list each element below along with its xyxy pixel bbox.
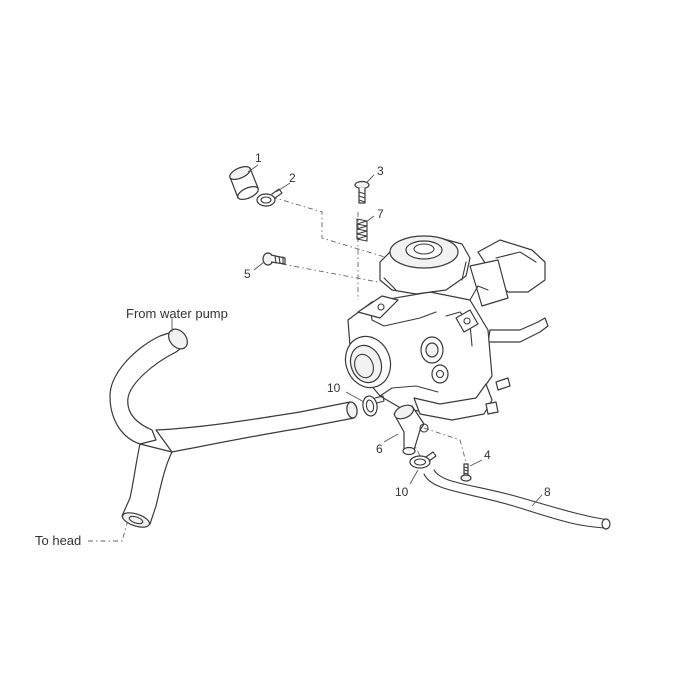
callout-8: 8 xyxy=(544,485,551,499)
assembly-guide-lines xyxy=(88,196,467,542)
callout-numbers: 1 2 3 7 5 10 6 4 10 8 xyxy=(244,151,551,499)
callout-2: 2 xyxy=(289,171,296,185)
carburetor-body xyxy=(344,235,549,421)
callout-1: 1 xyxy=(255,151,262,165)
part-8-hose xyxy=(423,469,611,530)
coolant-hose xyxy=(109,328,358,528)
part-4-screw xyxy=(460,463,472,482)
part-6-elbow-fitting xyxy=(393,404,429,456)
part-5-screw xyxy=(262,252,286,266)
part-10-clip-lower xyxy=(409,451,437,469)
label-to-head: To head xyxy=(35,533,81,548)
callout-5: 5 xyxy=(244,267,251,281)
part-10-clip-upper xyxy=(362,395,385,417)
callout-10-upper: 10 xyxy=(327,381,341,395)
callout-4: 4 xyxy=(484,448,491,462)
label-from-water-pump: From water pump xyxy=(126,306,228,321)
leader-lines xyxy=(171,164,543,507)
part-7-spring xyxy=(356,218,368,242)
part-1-cap xyxy=(229,166,259,200)
callout-6: 6 xyxy=(376,442,383,456)
callout-3: 3 xyxy=(377,164,384,178)
callout-10-lower: 10 xyxy=(395,485,409,499)
part-2-clip xyxy=(256,188,283,207)
callout-7: 7 xyxy=(377,207,384,221)
part-3-screw xyxy=(354,180,370,204)
